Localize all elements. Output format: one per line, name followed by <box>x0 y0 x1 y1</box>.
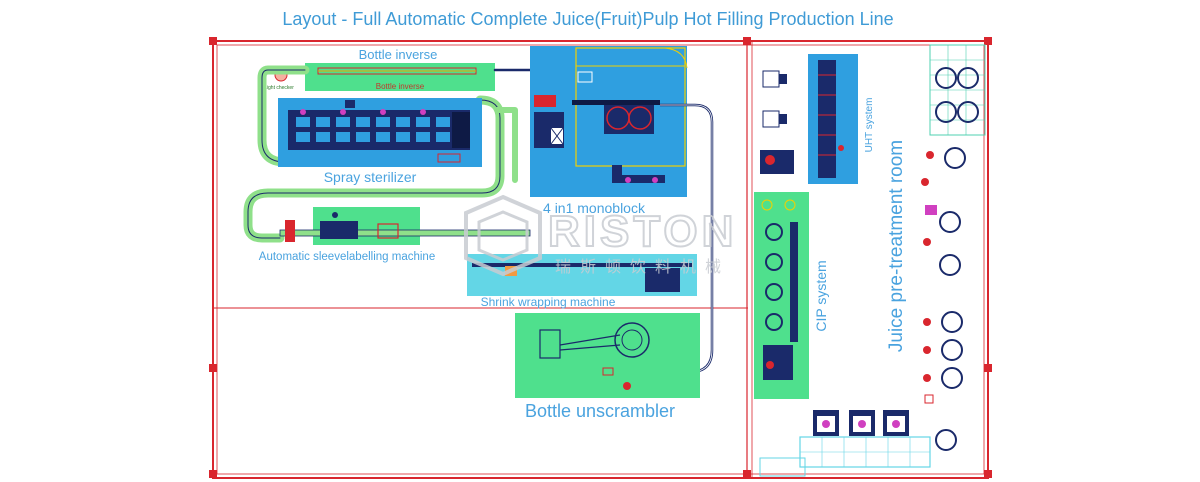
brand-logo-icon <box>464 194 542 277</box>
spray-sterilizer-label: Spray sterilizer <box>324 169 417 185</box>
brand-watermark-chinese: 瑞斯顿饮料机械 <box>555 258 730 276</box>
spray-sterilizer-area: Spray sterilizer <box>278 98 482 185</box>
bottle-inverse-sub-label: Bottle inverse <box>376 82 425 91</box>
layout-title: Layout - Full Automatic Complete Juice(F… <box>282 9 893 29</box>
bottle-inverse-label: Bottle inverse <box>359 47 438 62</box>
sleeve-labelling-label: Automatic sleevelabelling machine <box>259 251 435 263</box>
pretreatment-room-label: Juice pre-treatment room <box>886 140 907 352</box>
uht-system-label: UHT system <box>864 98 875 153</box>
shrink-wrapping-label: Shrink wrapping machine <box>481 295 616 309</box>
uht-side-unit <box>762 70 780 88</box>
cip-system-area: CIP system <box>754 192 829 399</box>
bottle-inverse-area: Bottle inverse Bottle inverse Light chec… <box>264 47 495 91</box>
light-checker-label: Light checker <box>264 85 294 91</box>
uht-system-area: UHT system <box>760 54 875 184</box>
wall-columns <box>209 37 992 478</box>
pretreatment-room-area: Juice pre-treatment room <box>759 44 986 477</box>
brand-watermark: RISTON 瑞斯顿饮料机械 <box>464 194 737 277</box>
bottle-unscrambler-area: Bottle unscrambler <box>515 313 700 421</box>
building-walls <box>212 40 989 479</box>
monoblock-label: 4 in1 monoblock <box>543 200 646 216</box>
bottle-unscrambler-label: Bottle unscrambler <box>525 401 675 421</box>
brand-watermark-text: RISTON <box>548 207 737 256</box>
monoblock-area: 4 in1 monoblock <box>530 46 688 216</box>
sleeve-labelling-area: Automatic sleevelabelling machine <box>259 207 531 263</box>
uht-side-unit <box>762 110 780 128</box>
cip-system-label: CIP system <box>813 260 829 331</box>
bottle-unscrambler-zone <box>515 313 700 398</box>
